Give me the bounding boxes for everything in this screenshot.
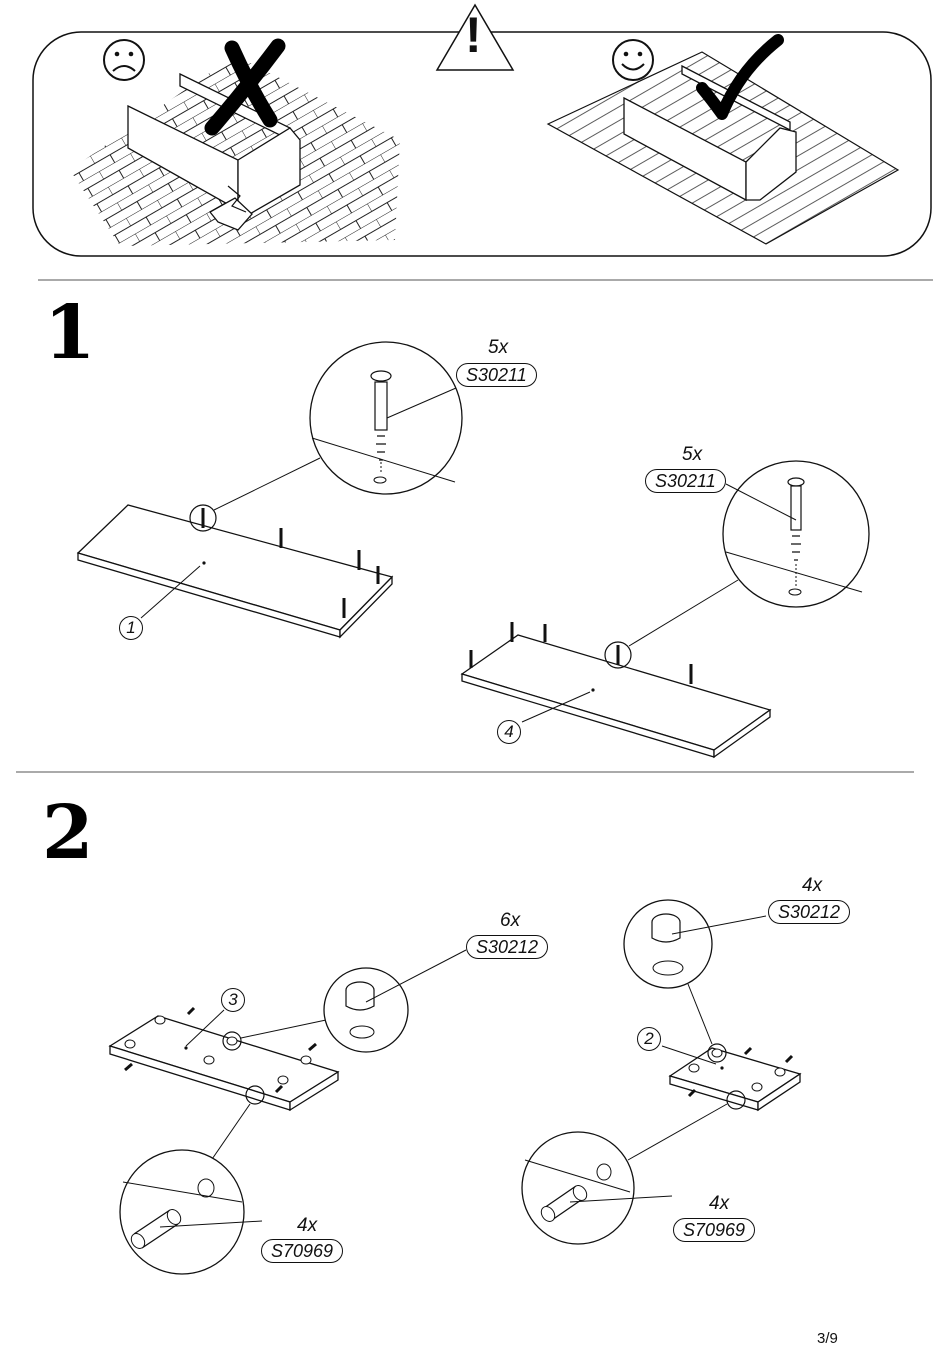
detail-highlight-circle [222, 1031, 242, 1051]
dowel-icon [743, 1046, 753, 1056]
dowel-detail-magnifier [119, 1149, 263, 1275]
part-callout: 4 [497, 720, 521, 744]
dowel-icon [687, 1088, 697, 1098]
dowel-icon [274, 1084, 284, 1094]
leader-line [627, 1103, 728, 1161]
hardware-quantity: 4x [709, 1193, 730, 1214]
hardware-code: S30212 [466, 935, 549, 959]
leader-line [628, 579, 739, 647]
detail-highlight-circle [726, 1090, 746, 1110]
page-number: 3/9 [817, 1330, 838, 1347]
hardware-quantity: 5x [682, 444, 703, 465]
cam-lock-icon [124, 1039, 136, 1049]
hardware-code: S70969 [261, 1239, 344, 1263]
step-number: 2 [42, 790, 94, 876]
hardware-code: S30211 [456, 363, 537, 387]
dowel-icon [186, 1006, 196, 1016]
step-1-illustration [76, 341, 870, 759]
leader-line [687, 983, 713, 1045]
leader-line [661, 1045, 717, 1065]
dowel-icon [124, 1062, 133, 1072]
warning-triangle-icon [435, 3, 515, 71]
leader-line [140, 565, 201, 619]
panel-part-2 [668, 1047, 802, 1112]
detail-highlight-circle [604, 641, 632, 669]
dowel-icon [308, 1042, 317, 1052]
hardware-code: S70969 [673, 1218, 756, 1242]
cam-detail-magnifier [323, 949, 467, 1053]
detail-highlight-circle [245, 1085, 265, 1105]
hardware-quantity: 5x [488, 337, 509, 358]
cam-detail-magnifier [623, 899, 767, 989]
correct-check-icon [696, 34, 784, 120]
board-part-1 [76, 504, 394, 639]
leader-line [185, 1009, 225, 1047]
screw-detail-magnifier [309, 341, 463, 495]
cam-lock-icon [751, 1082, 763, 1092]
step-number: 1 [44, 290, 96, 376]
screw-detail-magnifier [722, 460, 870, 608]
hardware-quantity: 6x [500, 910, 521, 931]
protected-cabinet-illustration [623, 64, 797, 202]
cam-lock-icon [154, 1015, 166, 1025]
leader-line [213, 457, 321, 511]
hardware-code: S30211 [645, 469, 726, 493]
cam-lock-icon [277, 1075, 289, 1085]
cam-lock-icon [688, 1063, 700, 1073]
dowel-detail-magnifier [521, 1131, 673, 1245]
rug-floor-illustration [546, 51, 900, 245]
cam-lock-icon [774, 1067, 786, 1077]
cam-lock-icon [300, 1055, 312, 1065]
warning-panel [32, 3, 932, 257]
step-2-illustration [108, 899, 802, 1275]
part-callout: 1 [119, 616, 143, 640]
cam-lock-icon [711, 1048, 723, 1058]
detail-highlight-circle [189, 504, 217, 532]
part-callout: 2 [637, 1027, 661, 1051]
cam-lock-icon [226, 1036, 238, 1046]
hardware-code: S30212 [768, 900, 851, 924]
hard-floor-illustration [70, 55, 400, 246]
cam-lock-icon [203, 1055, 215, 1065]
leader-line [207, 1103, 251, 1166]
leader-line [521, 691, 591, 723]
hardware-quantity: 4x [297, 1215, 318, 1236]
hardware-quantity: 4x [802, 875, 823, 896]
detail-highlight-circle [707, 1043, 727, 1063]
dowel-icon [784, 1054, 794, 1064]
warning-exclamation-icon: ! [465, 7, 482, 63]
leader-line [240, 1019, 327, 1039]
board-part-4 [460, 634, 772, 759]
part-callout: 3 [221, 988, 245, 1012]
happy-face-icon [612, 39, 654, 81]
sad-face-icon [103, 39, 145, 81]
wrong-cross-icon [204, 38, 286, 136]
